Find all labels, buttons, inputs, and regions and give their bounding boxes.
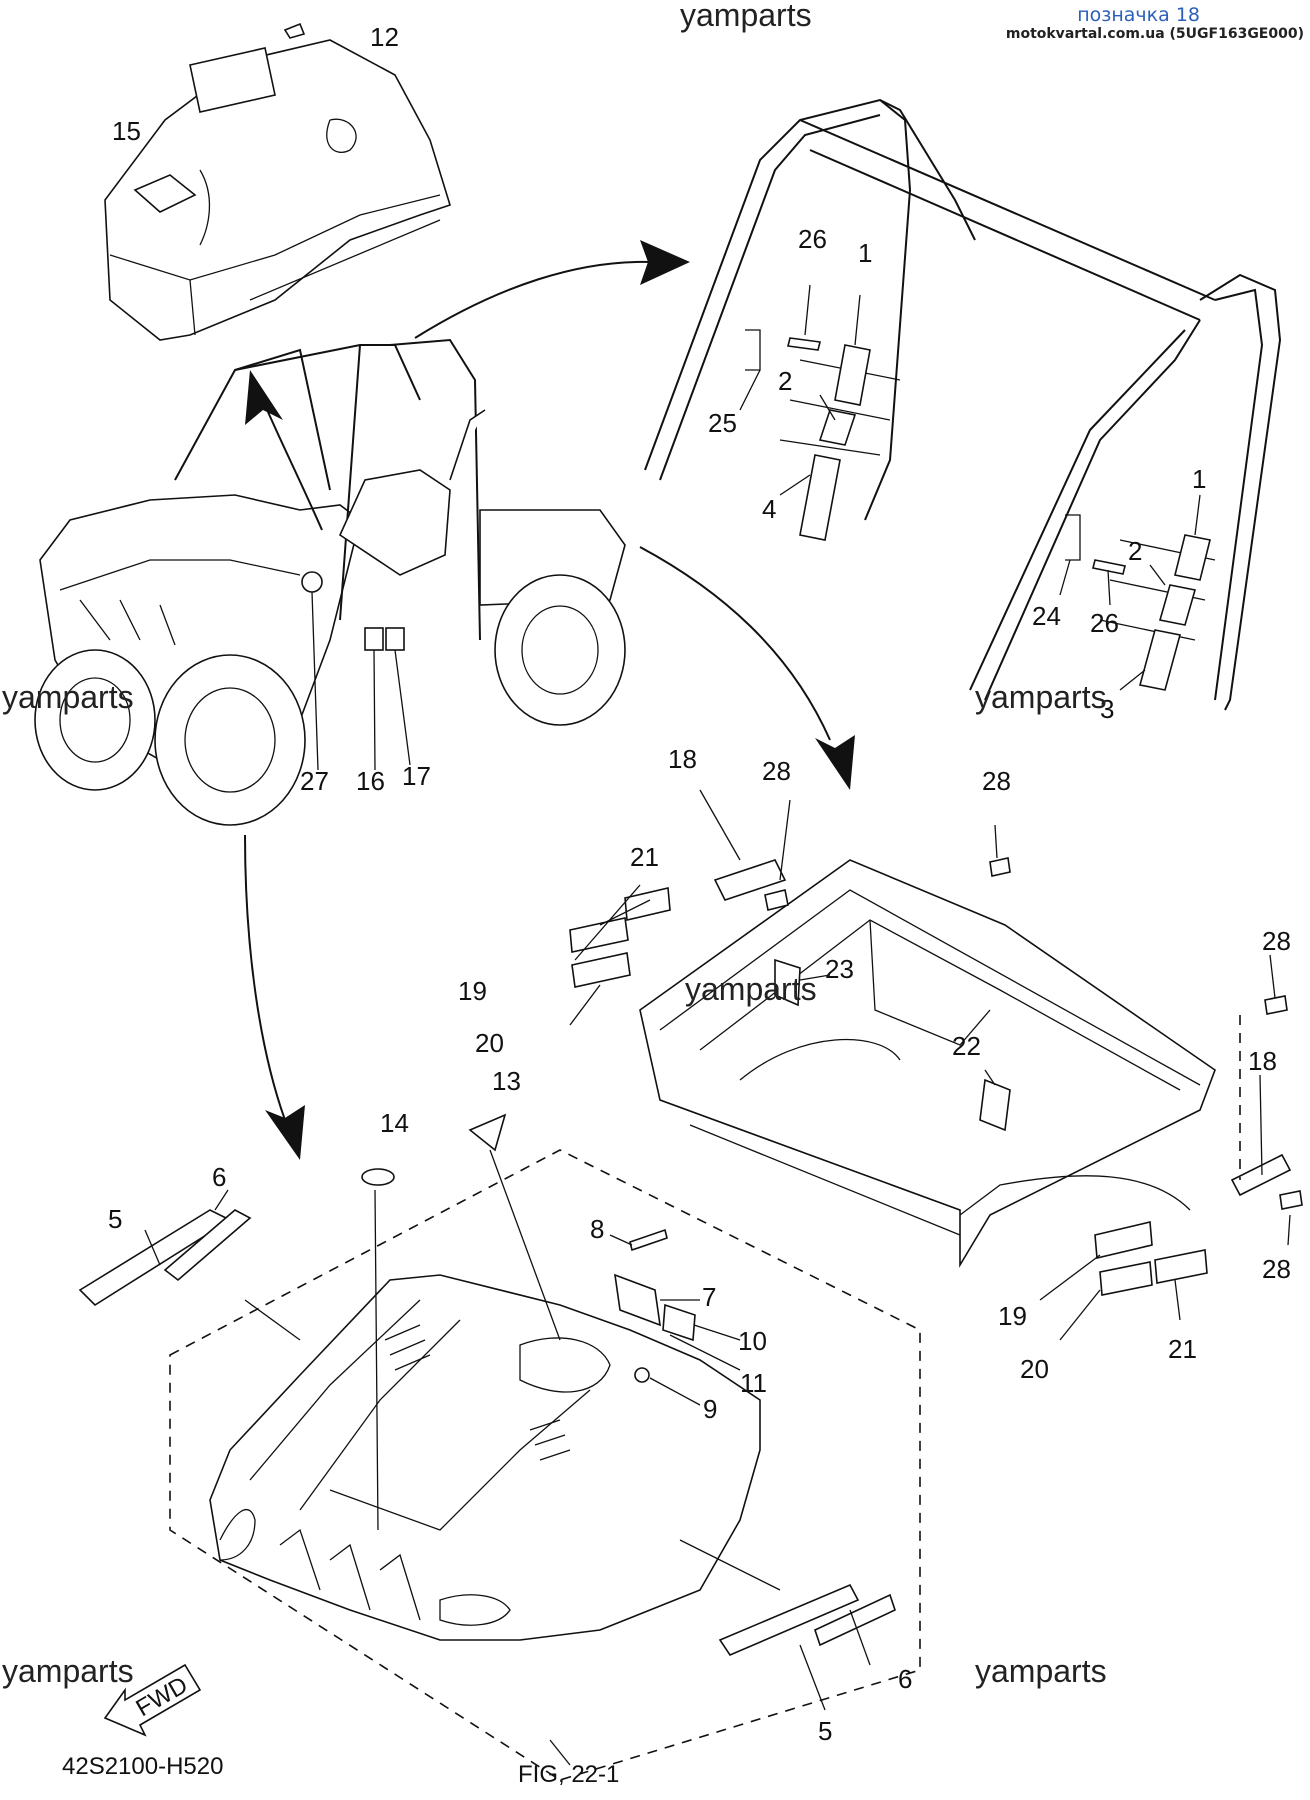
callout-13: 13	[492, 1066, 521, 1096]
callout-1b: 1	[1192, 464, 1206, 494]
callout-15: 15	[112, 116, 141, 146]
callout-19: 19	[458, 976, 487, 1006]
callout-1: 1	[858, 238, 872, 268]
header-title: позначка 18	[1077, 4, 1200, 26]
callout-21b: 21	[1168, 1334, 1197, 1364]
callout-2: 2	[778, 366, 792, 396]
callout-3: 3	[1100, 694, 1114, 724]
front-hood-drawing	[78, 1113, 921, 1781]
callout-6: 6	[212, 1162, 226, 1192]
watermark-right: yamparts	[975, 679, 1107, 715]
callout-21: 21	[630, 842, 659, 872]
callout-25: 25	[708, 408, 737, 438]
callout-14: 14	[380, 1108, 409, 1138]
callout-10: 10	[738, 1326, 767, 1356]
callout-8: 8	[590, 1214, 604, 1244]
callout-2b: 2	[1128, 536, 1142, 566]
direction-arrows	[244, 240, 855, 1160]
callout-9: 9	[703, 1394, 717, 1424]
rollcage-drawing	[644, 98, 1282, 711]
callout-20: 20	[475, 1028, 504, 1058]
watermark-bottom-left: yamparts	[2, 1653, 134, 1689]
callout-23: 23	[825, 954, 854, 984]
callout-24: 24	[1032, 601, 1061, 631]
dash-cover-drawing	[104, 22, 451, 341]
callout-17: 17	[402, 761, 431, 791]
watermark-bottom-right: yamparts	[975, 1653, 1107, 1689]
callout-28d: 28	[1262, 1254, 1291, 1284]
callout-5: 5	[108, 1204, 122, 1234]
callout-6b: 6	[898, 1664, 912, 1694]
vehicle-drawing	[34, 338, 626, 826]
callout-numbers: 12 15 26 1 2 25 4 1 2 24 26 3 27 16 17 1…	[108, 22, 1291, 1746]
callout-27: 27	[300, 766, 329, 796]
figure-reference: FIG, 22-1	[518, 1761, 619, 1788]
cargo-bed-drawing	[569, 789, 1303, 1341]
callout-26b: 26	[1090, 608, 1119, 638]
callout-28c: 28	[1262, 926, 1291, 956]
callout-12: 12	[370, 22, 399, 52]
callout-5b: 5	[818, 1716, 832, 1746]
header-subtitle: motokvartal.com.ua (5UGF163GE000)	[1005, 26, 1304, 42]
figure-code: 42S2100-H520	[62, 1753, 223, 1780]
callout-18: 18	[668, 744, 697, 774]
callout-16: 16	[356, 766, 385, 796]
callout-19b: 19	[998, 1301, 1027, 1331]
callout-22: 22	[952, 1031, 981, 1061]
watermark-left: yamparts	[2, 679, 134, 715]
watermarks: yamparts yamparts yamparts yamparts yamp…	[2, 0, 1107, 1689]
watermark-top: yamparts	[680, 0, 812, 33]
callout-18b: 18	[1248, 1046, 1277, 1076]
callout-4: 4	[762, 494, 776, 524]
callout-7: 7	[702, 1282, 716, 1312]
callout-20b: 20	[1020, 1354, 1049, 1384]
callout-26: 26	[798, 224, 827, 254]
callout-28: 28	[762, 756, 791, 786]
callout-28b: 28	[982, 766, 1011, 796]
callout-11: 11	[740, 1368, 767, 1398]
watermark-middle: yamparts	[685, 971, 817, 1007]
